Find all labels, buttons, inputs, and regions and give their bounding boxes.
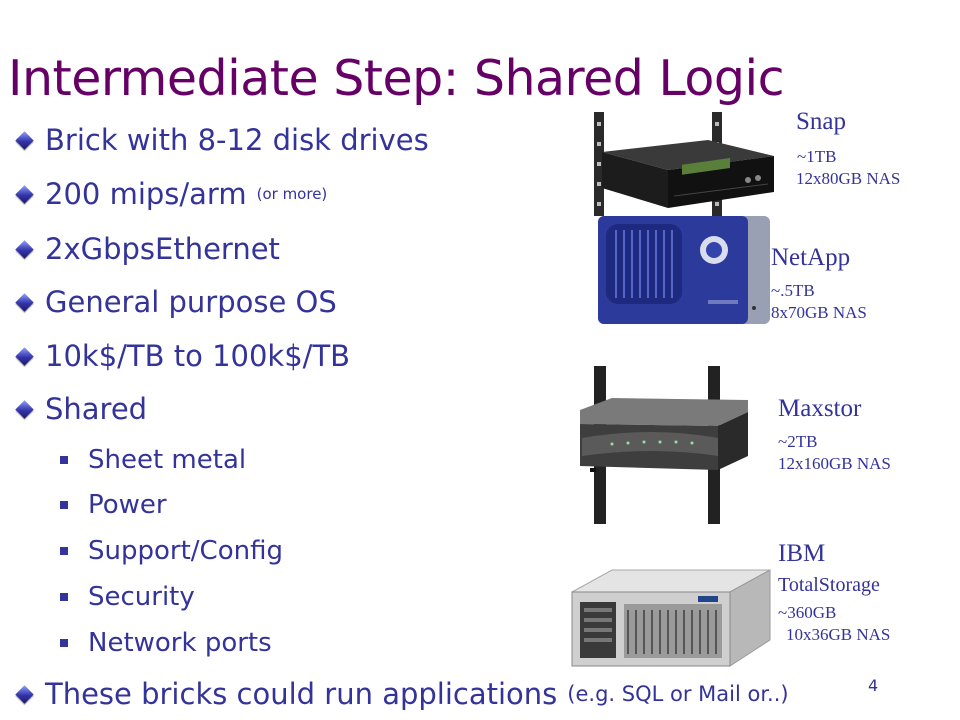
device-name: NetApp	[771, 244, 851, 271]
ibm-totalstorage-image	[571, 569, 771, 667]
bullet-text: Shared	[45, 392, 148, 426]
netapp-filer-image	[598, 216, 770, 324]
bullet-item: Brick with 8-12 disk drives	[15, 122, 429, 158]
square-bullet-icon	[60, 593, 68, 601]
diamond-bullet-icon	[15, 684, 34, 704]
square-bullet-icon	[60, 639, 68, 647]
bullet-item: These bricks could run applications (e.g…	[15, 676, 789, 712]
bullet-note: (or more)	[256, 185, 328, 203]
bullet-item: 2xGbpsEthernet	[15, 231, 280, 267]
device-caption-ibm: IBM TotalStorage ~360GB 10x36GB NAS	[778, 540, 890, 646]
bullet-text: General purpose OS	[45, 285, 337, 319]
sub-bullet-text: Network ports	[88, 628, 272, 658]
sub-bullet-item: Power	[60, 490, 167, 520]
square-bullet-icon	[60, 456, 68, 464]
device-spec: ~1TB	[797, 147, 837, 166]
maxstor-nas-image	[580, 366, 748, 524]
device-spec: ~2TB	[778, 432, 818, 451]
diamond-bullet-icon	[15, 130, 34, 150]
sub-bullet-text: Sheet metal	[88, 445, 247, 475]
bullet-item: Shared	[15, 391, 148, 427]
bullet-item: 10k$/TB to 100k$/TB	[15, 338, 351, 374]
page-number: 4	[868, 676, 879, 695]
sub-bullet-item: Security	[60, 582, 195, 612]
device-spec: TotalStorage	[778, 574, 880, 596]
square-bullet-icon	[60, 501, 68, 509]
snap-server-image	[594, 112, 774, 216]
bullet-text: 200 mips/arm	[45, 177, 247, 211]
device-spec: ~360GB	[778, 603, 837, 622]
diamond-bullet-icon	[15, 239, 34, 259]
diamond-bullet-icon	[15, 346, 34, 366]
device-spec: 10x36GB NAS	[786, 625, 891, 644]
bullet-text: 2xGbpsEthernet	[45, 232, 280, 266]
device-spec: 8x70GB NAS	[771, 303, 867, 322]
bullet-text: 10k$/TB to 100k$/TB	[45, 339, 351, 373]
bullet-item: 200 mips/arm (or more)	[15, 176, 328, 212]
bullet-note: (e.g. SQL or Mail or..)	[567, 682, 789, 706]
diamond-bullet-icon	[15, 399, 34, 419]
diamond-bullet-icon	[15, 292, 34, 312]
device-name: Maxstor	[778, 395, 862, 422]
square-bullet-icon	[60, 547, 68, 555]
device-caption-snap: Snap ~1TB 12x80GB NAS	[796, 108, 900, 190]
bullet-text: These bricks could run applications	[45, 677, 558, 711]
device-name: IBM	[778, 540, 826, 567]
bullet-text: Brick with 8-12 disk drives	[45, 123, 429, 157]
device-spec: ~.5TB	[771, 281, 815, 300]
sub-bullet-text: Power	[88, 490, 167, 520]
device-name: Snap	[796, 108, 846, 135]
device-spec: 12x160GB NAS	[778, 454, 891, 473]
bullet-item: General purpose OS	[15, 284, 337, 320]
sub-bullet-item: Support/Config	[60, 536, 283, 566]
diamond-bullet-icon	[15, 184, 34, 204]
slide-title: Intermediate Step: Shared Logic	[8, 50, 785, 107]
sub-bullet-item: Sheet metal	[60, 445, 246, 475]
device-spec: 12x80GB NAS	[796, 169, 901, 188]
sub-bullet-item: Network ports	[60, 628, 272, 658]
sub-bullet-text: Support/Config	[88, 536, 283, 566]
device-caption-netapp: NetApp ~.5TB 8x70GB NAS	[771, 244, 867, 324]
sub-bullet-text: Security	[88, 582, 195, 612]
device-caption-maxstor: Maxstor ~2TB 12x160GB NAS	[778, 395, 891, 475]
